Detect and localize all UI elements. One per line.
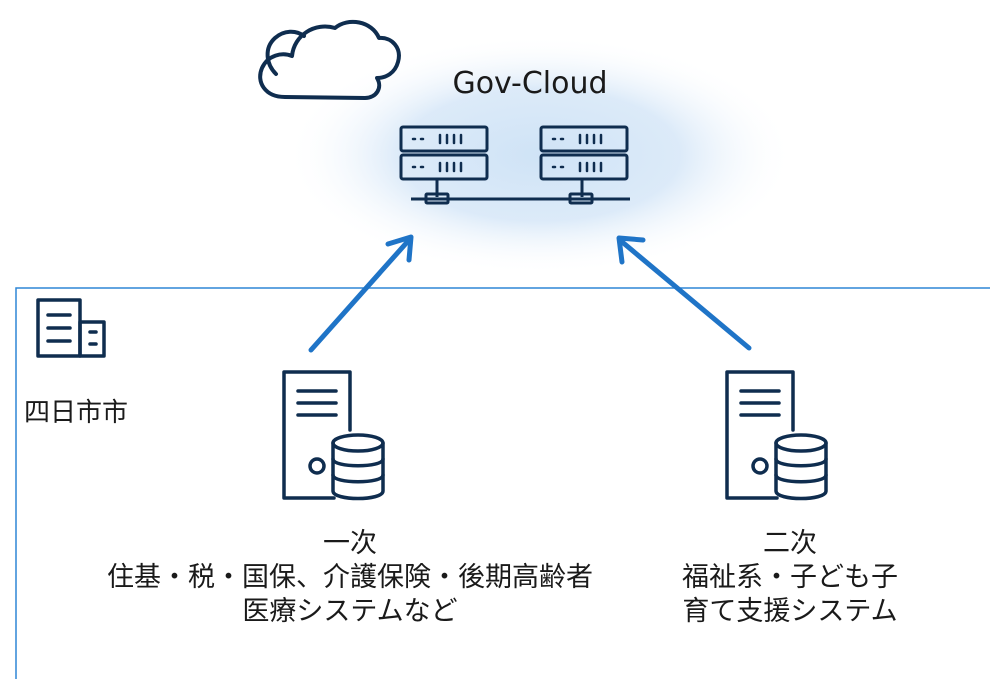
arrow-right — [618, 238, 752, 351]
building-icon — [36, 298, 106, 358]
arrow-left-head — [385, 234, 414, 263]
cloud-label: Gov-Cloud — [452, 66, 608, 101]
database-server-icon — [725, 370, 828, 501]
primary-system-block: 一次 住基・税・国保、介護保険・後期高齢者 医療システムなど — [60, 527, 640, 628]
secondary-system-block: 二次 福祉系・子ども子 育て支援システム — [660, 527, 920, 628]
database-server-icon — [282, 370, 385, 501]
arrow-right-head — [616, 235, 646, 265]
secondary-system-title: 二次 — [763, 528, 817, 559]
secondary-system-line-1: 福祉系・子ども子 — [682, 561, 898, 593]
arrow-left — [308, 237, 412, 353]
secondary-system-line-2: 育て支援システム — [682, 595, 898, 627]
cloud-icon — [258, 19, 401, 100]
city-label: 四日市市 — [24, 398, 129, 428]
primary-system-line-2: 医療システムなど — [242, 595, 458, 627]
primary-system-title: 一次 — [323, 528, 377, 559]
cloud-server-left — [399, 125, 489, 205]
city-border — [15, 287, 990, 679]
primary-system-line-1: 住基・税・国保、介護保険・後期高齢者 — [107, 561, 593, 593]
